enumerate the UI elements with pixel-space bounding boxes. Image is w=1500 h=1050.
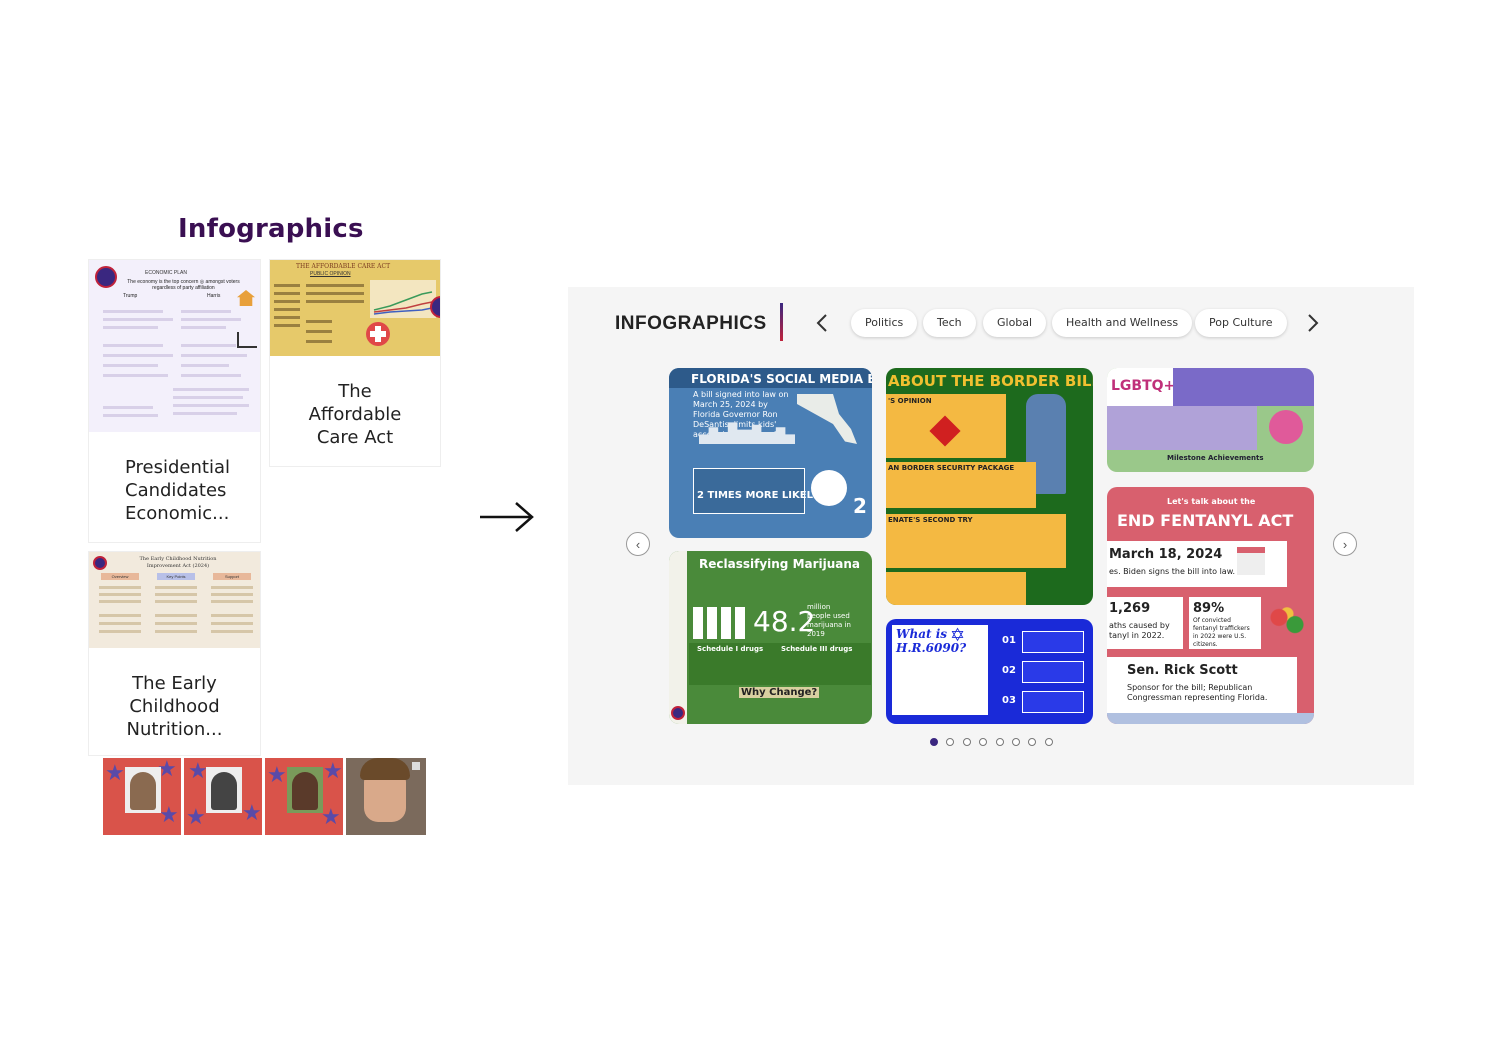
pagination-dot[interactable] bbox=[930, 738, 938, 746]
chevron-left-icon[interactable] bbox=[815, 311, 829, 341]
tile-item-1: 01 bbox=[1002, 635, 1016, 646]
tile-heading: END FENTANYL ACT bbox=[1117, 511, 1294, 530]
tile-stat: 2 TIMES MORE LIKELY bbox=[697, 490, 819, 501]
pagination-dot[interactable] bbox=[1028, 738, 1037, 746]
filter-politics[interactable]: Politics bbox=[851, 309, 918, 337]
card-thumbnail: ECONOMIC PLAN The economy is the top con… bbox=[89, 260, 260, 432]
card-caption: The Affordable Care Act bbox=[308, 381, 402, 448]
onc-logo-icon bbox=[93, 556, 107, 570]
tile-stat1-sub: aths caused by tanyl in 2022. bbox=[1109, 621, 1170, 640]
pagination-dot[interactable] bbox=[995, 738, 1004, 746]
infographic-card-early-childhood[interactable]: The Early Childhood Nutrition Improvemen… bbox=[88, 551, 261, 756]
video-thumbnail[interactable] bbox=[346, 758, 426, 835]
pagination-dot[interactable] bbox=[1044, 738, 1053, 746]
tile-marijuana[interactable]: Reclassifying Marijuana 48.2 million peo… bbox=[669, 551, 872, 724]
tile-heading: Reclassifying Marijuana bbox=[699, 557, 861, 571]
tile-border-bill[interactable]: ABOUT THE BORDER BILL 'S OPINION AN BORD… bbox=[886, 368, 1093, 605]
people-icon bbox=[693, 607, 749, 639]
video-thumbnail[interactable]: ★★★ bbox=[103, 758, 181, 835]
tile-stat1: 1,269 bbox=[1109, 601, 1151, 616]
carousel-next-button[interactable]: › bbox=[1333, 532, 1357, 556]
pagination-dot[interactable] bbox=[1012, 738, 1020, 746]
panel-title: INFOGRAPHICS bbox=[615, 313, 767, 334]
tile-stat: 48.2 bbox=[753, 605, 816, 638]
thumb-heading: The Early Childhood Nutrition Improvemen… bbox=[139, 556, 217, 569]
heart-hands-icon bbox=[1269, 410, 1303, 444]
tile-florida-social-media[interactable]: FLORIDA'S SOCIAL MEDIA BAN A bill signed… bbox=[669, 368, 872, 538]
tile-date-sub: es. Biden signs the bill into law. bbox=[1109, 567, 1236, 576]
house-icon bbox=[237, 290, 255, 306]
infographic-card-presidential[interactable]: ECONOMIC PLAN The economy is the top con… bbox=[88, 259, 261, 543]
tile-item-3: 03 bbox=[1002, 695, 1016, 706]
infographic-card-aca[interactable]: THE AFFORDABLE CARE ACT PUBLIC OPINION T… bbox=[269, 259, 441, 467]
thumb-heading: ECONOMIC PLAN bbox=[145, 270, 187, 276]
carousel-prev-button[interactable]: ‹ bbox=[626, 532, 650, 556]
tile-sponsor-sub: Sponsor for the bill; Republican Congres… bbox=[1127, 683, 1268, 702]
filter-health[interactable]: Health and Wellness bbox=[1052, 309, 1193, 337]
pills-icon bbox=[1267, 603, 1307, 639]
tile-kicker: Let's talk about the bbox=[1167, 497, 1256, 506]
infographics-panel: INFOGRAPHICS Politics Tech Global Health… bbox=[568, 287, 1414, 785]
tile-heading: FLORIDA'S SOCIAL MEDIA BAN bbox=[691, 372, 872, 386]
thumb-col-b: Harris bbox=[207, 293, 221, 299]
pagination-dot[interactable] bbox=[962, 738, 971, 746]
card-thumbnail: THE AFFORDABLE CARE ACT PUBLIC OPINION bbox=[270, 260, 440, 356]
tile-sub: 'S OPINION bbox=[888, 397, 932, 405]
filter-global[interactable]: Global bbox=[983, 309, 1047, 337]
tile-date: March 18, 2024 bbox=[1109, 547, 1223, 562]
chart-icon bbox=[237, 332, 257, 348]
play-icon bbox=[412, 762, 420, 770]
card-caption: Presidential Candidates Economic... bbox=[125, 457, 230, 524]
thumb-col-a: Overview bbox=[101, 573, 139, 580]
tile-sub3: ENATE'S SECOND TRY bbox=[888, 516, 973, 524]
thumb-col-a: Trump bbox=[123, 293, 138, 299]
tile-sched3: Schedule III drugs bbox=[781, 645, 853, 653]
onc-logo-icon bbox=[95, 266, 117, 288]
video-thumbnail[interactable]: ★★★ bbox=[184, 758, 262, 835]
card-thumbnail: The Early Childhood Nutrition Improvemen… bbox=[89, 552, 260, 648]
brain-icon bbox=[811, 470, 847, 506]
tile-sub2: AN BORDER SECURITY PACKAGE bbox=[888, 464, 1015, 472]
filter-pop-culture[interactable]: Pop Culture bbox=[1195, 309, 1287, 337]
thumb-heading: THE AFFORDABLE CARE ACT bbox=[296, 263, 391, 270]
thumb-sub: PUBLIC OPINION bbox=[310, 271, 351, 277]
thumb-sub: The economy is the top concern ◎ amongst… bbox=[127, 279, 240, 291]
star-of-david-icon: ✡ bbox=[950, 625, 966, 646]
tile-hr6090[interactable]: What is H.R.6090? ✡ 01 02 03 bbox=[886, 619, 1093, 724]
tile-heading: What is H.R.6090? bbox=[896, 627, 967, 655]
tile-lgbtq[interactable]: LGBTQ+ Milestone Achievements bbox=[1107, 368, 1314, 472]
left-section-title: Infographics bbox=[178, 214, 364, 244]
tile-footer: Milestone Achievements bbox=[1167, 454, 1264, 462]
tile-sched1: Schedule I drugs bbox=[697, 645, 764, 653]
tile-sponsor: Sen. Rick Scott bbox=[1127, 663, 1238, 678]
tile-item-2: 02 bbox=[1002, 665, 1016, 676]
florida-map-icon bbox=[797, 394, 857, 444]
title-divider bbox=[780, 303, 783, 341]
tile-heading: LGBTQ+ bbox=[1111, 378, 1176, 394]
video-thumbnail[interactable]: ★★★ bbox=[265, 758, 343, 835]
tile-stat-label: million people used marijuana in 2019 bbox=[807, 603, 851, 638]
filter-tech[interactable]: Tech bbox=[923, 309, 976, 337]
thumb-col-c: Support bbox=[213, 573, 251, 580]
arrow-right-icon bbox=[478, 496, 536, 543]
tile-stat2: 89% bbox=[1193, 601, 1225, 616]
tile-heading: ABOUT THE BORDER BILL bbox=[888, 372, 1093, 390]
tile-stat2-sub: Of convicted fentanyl traffickers in 202… bbox=[1193, 617, 1250, 648]
card-caption: The Early Childhood Nutrition... bbox=[126, 673, 223, 740]
thumb-col-b: Key Points bbox=[157, 573, 195, 580]
chevron-right-icon[interactable] bbox=[1306, 311, 1320, 341]
tile-why: Why Change? bbox=[739, 687, 820, 698]
medical-cross-icon bbox=[366, 322, 390, 346]
tile-end-fentanyl[interactable]: Let's talk about the END FENTANYL ACT Ma… bbox=[1107, 487, 1314, 724]
line-chart-icon bbox=[370, 280, 436, 318]
calendar-icon bbox=[1237, 547, 1265, 575]
pagination-dot[interactable] bbox=[979, 738, 988, 746]
pagination-dot[interactable] bbox=[946, 738, 955, 746]
onc-logo-icon bbox=[671, 706, 685, 720]
